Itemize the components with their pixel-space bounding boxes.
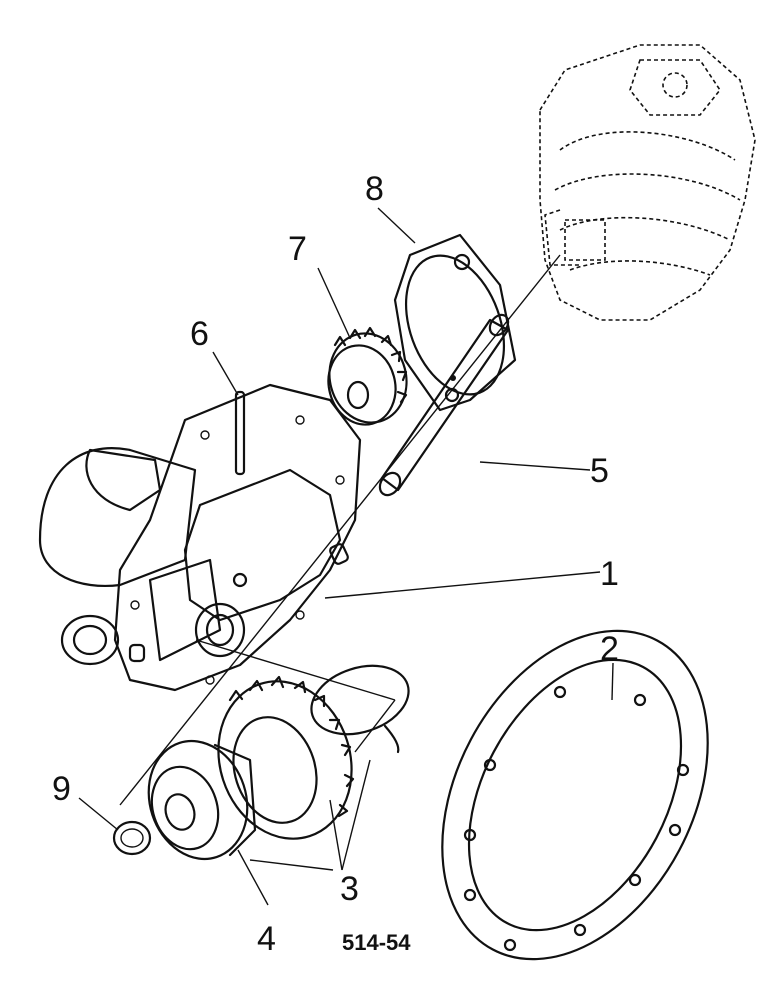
callout-4: 4 <box>257 920 276 958</box>
callout-9: 9 <box>52 770 71 808</box>
bearing <box>147 739 257 861</box>
large-gear <box>217 675 355 840</box>
shaft-centerline <box>119 254 561 806</box>
callout-6: 6 <box>190 315 209 353</box>
dowel-pin <box>234 390 246 476</box>
shaft-tube <box>378 313 510 497</box>
callout-5: 5 <box>590 452 609 490</box>
large-flange-gasket <box>441 629 709 961</box>
callout-8: 8 <box>365 170 384 208</box>
figure-reference: 514-54 <box>342 930 411 955</box>
small-drive-gear <box>327 326 408 426</box>
callout-2: 2 <box>600 630 619 668</box>
snap-ring <box>310 664 410 754</box>
leader-lines <box>78 207 614 906</box>
pump-phantom-outline <box>539 44 756 321</box>
pump-gasket <box>393 233 517 412</box>
callout-7: 7 <box>288 230 307 268</box>
callout-3: 3 <box>340 870 359 908</box>
circlip <box>112 820 152 856</box>
callout-1: 1 <box>600 555 619 593</box>
gear-housing <box>38 383 362 692</box>
